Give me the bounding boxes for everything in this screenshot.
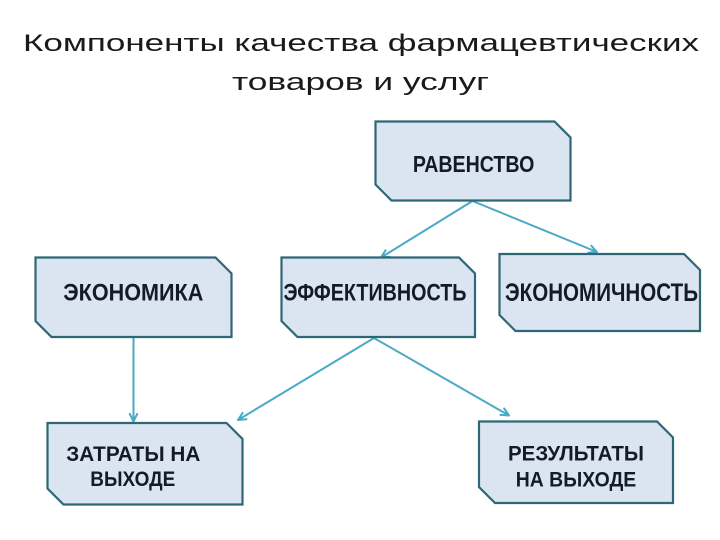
svg-text:ЗАТРАТЫ НА: ЗАТРАТЫ НА — [66, 442, 200, 466]
svg-text:ЭКОНОМИКА: ЭКОНОМИКА — [63, 280, 203, 307]
svg-text:РЕЗУЛЬТАТЫ: РЕЗУЛЬТАТЫ — [508, 442, 644, 466]
svg-text:ЭКОНОМИЧНОСТЬ: ЭКОНОМИЧНОСТЬ — [505, 279, 698, 307]
svg-text:Компоненты качества фармацевти: Компоненты качества фармацевтических — [23, 30, 699, 57]
svg-text:НА ВЫХОДЕ: НА ВЫХОДЕ — [516, 468, 637, 492]
svg-text:РАВЕНСТВО: РАВЕНСТВО — [413, 151, 535, 177]
svg-text:ВЫХОДЕ: ВЫХОДЕ — [90, 467, 175, 491]
svg-text:товаров и услуг: товаров и услуг — [232, 69, 489, 96]
svg-text:ЭФФЕКТИВНОСТЬ: ЭФФЕКТИВНОСТЬ — [284, 280, 467, 307]
